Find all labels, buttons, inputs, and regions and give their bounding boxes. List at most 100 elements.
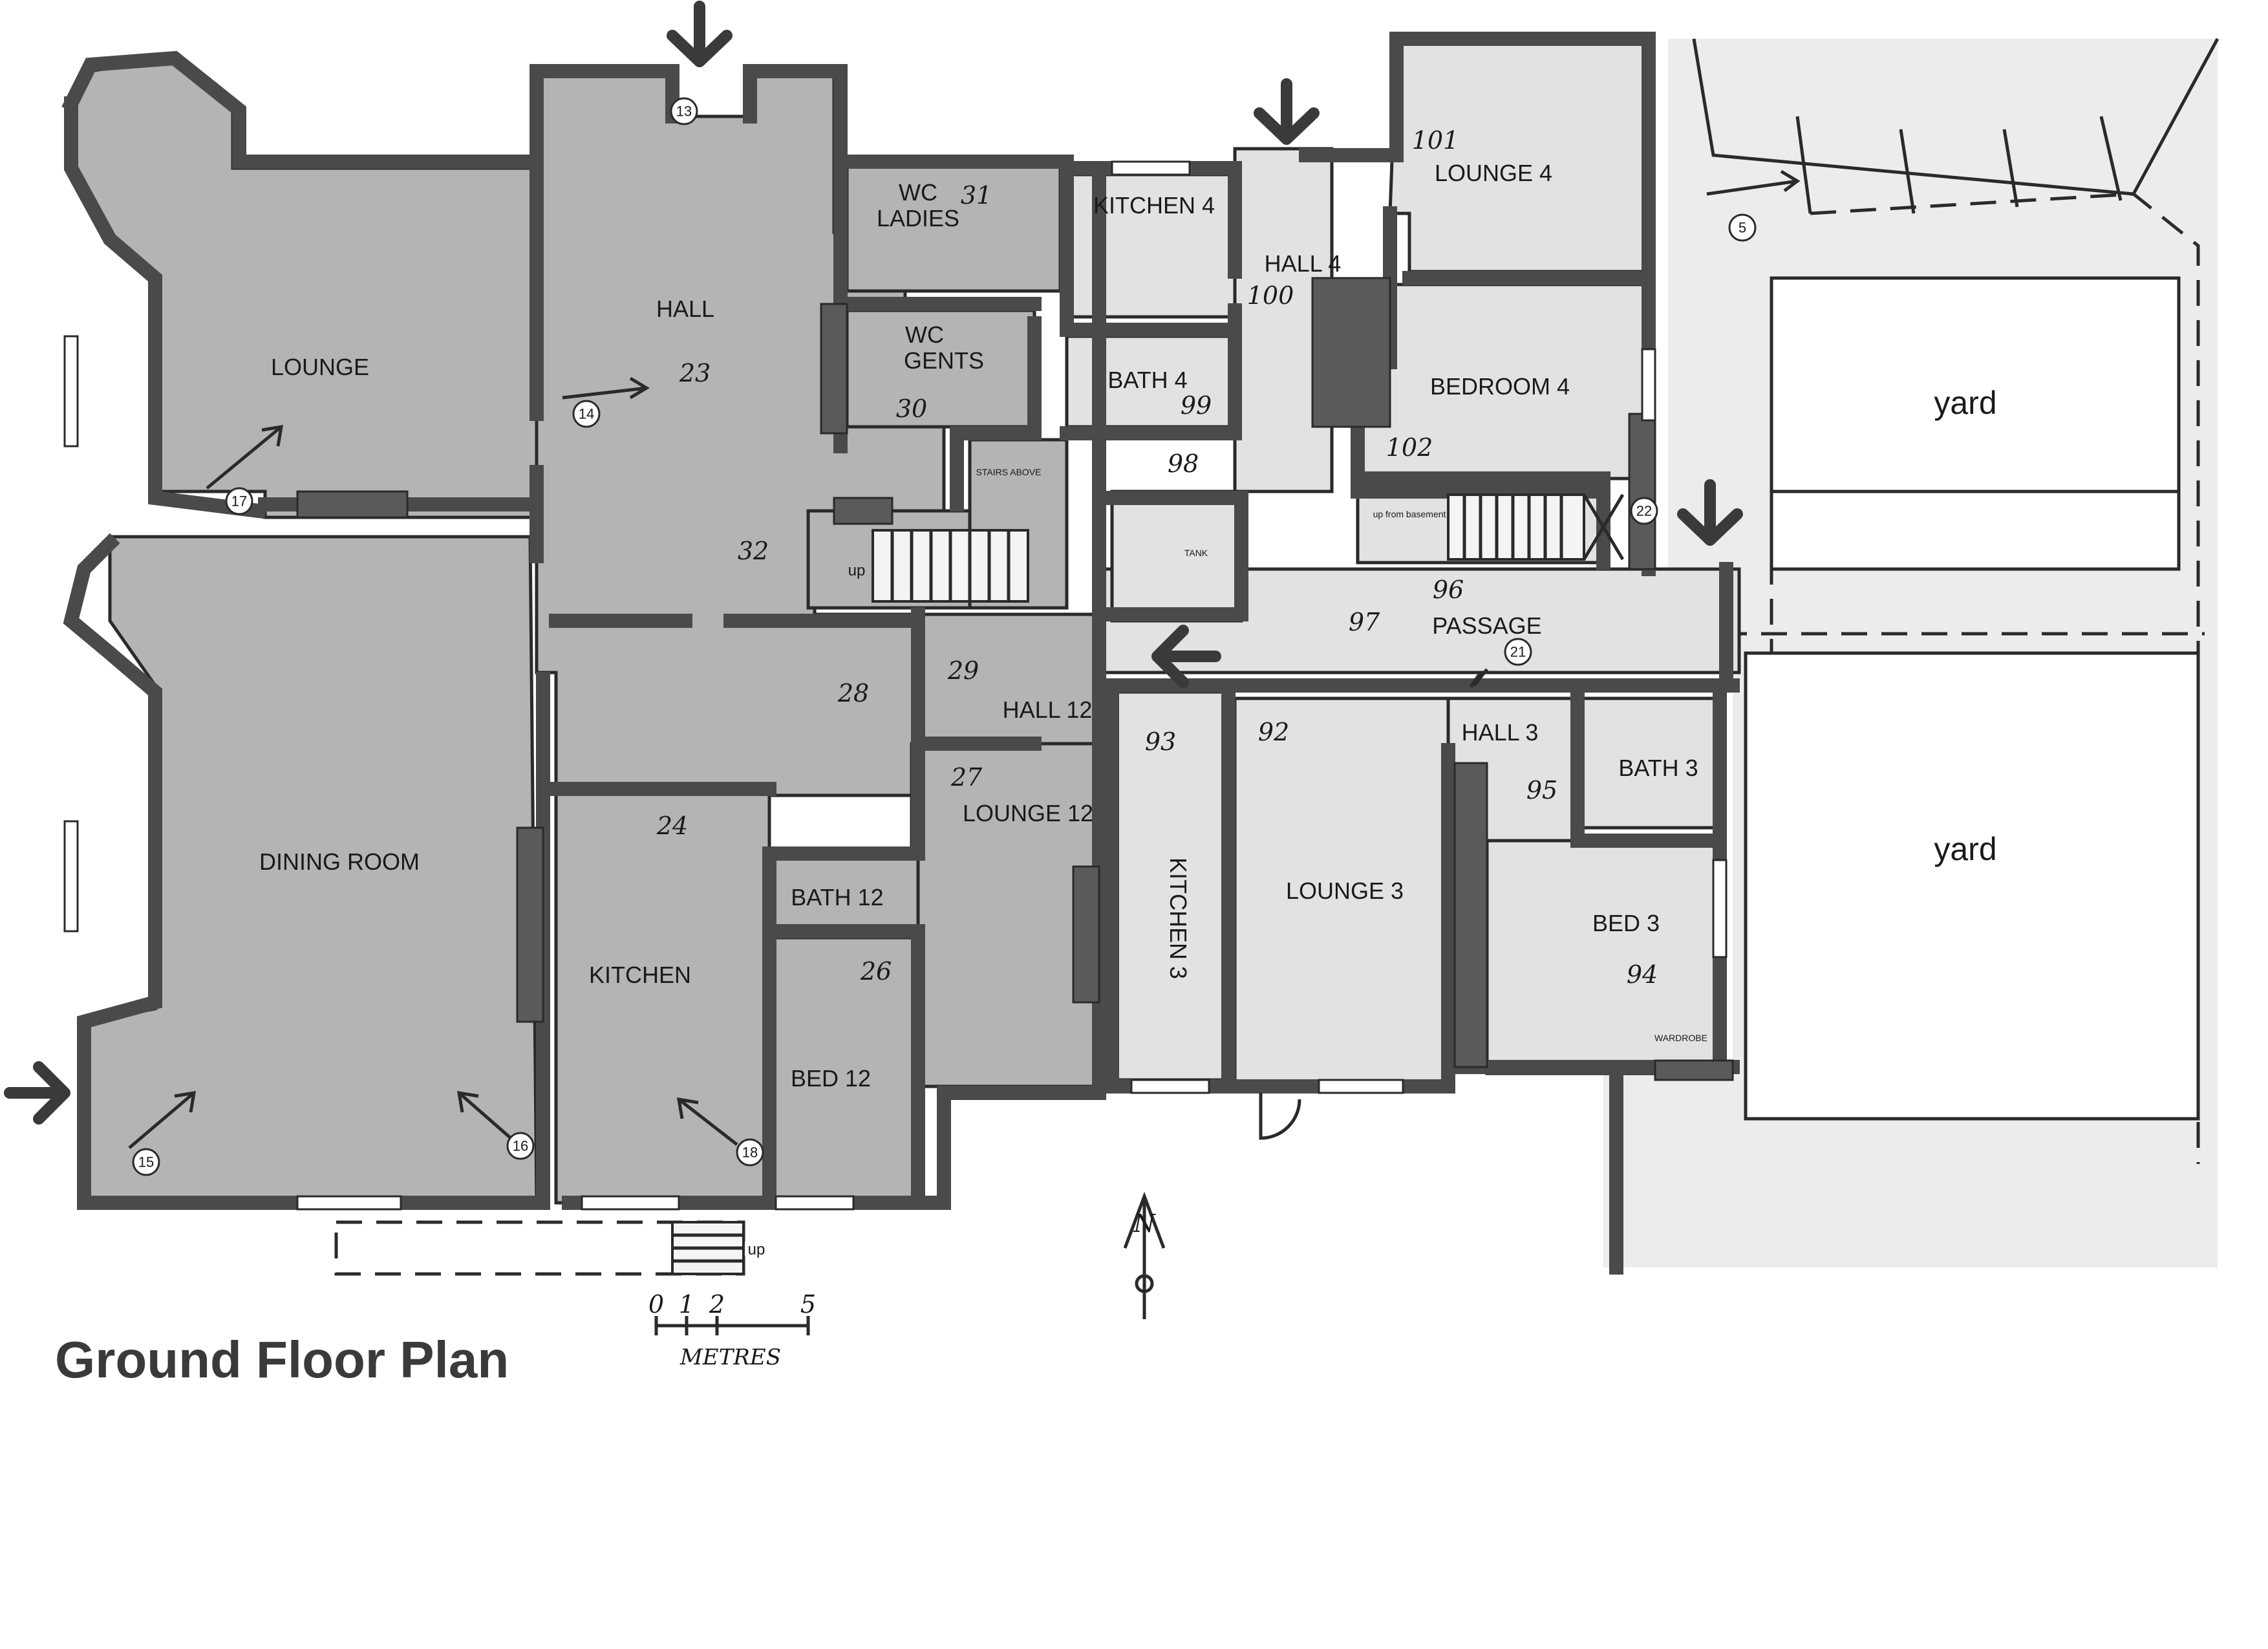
entrance-arrow-yard <box>1677 479 1743 546</box>
entrance-arrow-top <box>667 1 733 67</box>
yard-top-strip <box>1770 490 2181 571</box>
small-labels: up up from basement up TANK STAIRS ABOVE… <box>748 467 1707 1258</box>
note-98: 98 <box>1168 449 1199 478</box>
note-100: 100 <box>1247 281 1294 310</box>
svg-text:18: 18 <box>742 1145 758 1161</box>
note-102: 102 <box>1386 433 1433 462</box>
label-hall-3: HALL 3 <box>1462 719 1539 746</box>
label-bed-12: BED 12 <box>791 1065 871 1092</box>
label-wc-ladies-2: LADIES <box>877 205 959 232</box>
marker-17: 17 <box>225 487 253 515</box>
note-93: 93 <box>1145 727 1176 756</box>
label-kitchen-4: KITCHEN 4 <box>1093 192 1215 219</box>
view-arrows <box>128 169 1801 1149</box>
room-bed-3 <box>1485 839 1722 1075</box>
room-tank <box>1110 490 1243 623</box>
entrance-arrow-hall4 <box>1254 78 1320 145</box>
scale-unit: METRES <box>679 1344 781 1370</box>
yard-top-area <box>1770 276 2181 532</box>
label-wardrobe: WARDROBE <box>1654 1033 1707 1043</box>
svg-text:15: 15 <box>138 1154 154 1170</box>
note-94: 94 <box>1627 960 1658 989</box>
yard-bottom-area <box>1744 651 2200 1121</box>
label-hall-4: HALL 4 <box>1265 250 1342 277</box>
walls <box>61 32 1740 1275</box>
room-hall-12 <box>916 612 1101 746</box>
svg-text:17: 17 <box>231 493 247 510</box>
scale-bar: 0 1 2 5 METRES <box>648 1290 816 1370</box>
note-29: 29 <box>947 656 979 685</box>
exterior-stairs <box>334 1220 745 1276</box>
entrance-arrows <box>4 1 1743 1125</box>
photo-markers: 13 5 14 17 22 21 15 16 18 <box>132 97 1757 1176</box>
svg-text:16: 16 <box>513 1138 528 1154</box>
main-stairs <box>872 529 1029 603</box>
svg-text:22: 22 <box>1636 503 1652 519</box>
marker-21: 21 <box>1504 638 1532 666</box>
entrance-arrow-west <box>4 1061 70 1125</box>
room-kitchen <box>554 787 771 1205</box>
north-arrow: N <box>1123 1191 1166 1319</box>
note-95: 95 <box>1526 776 1557 804</box>
scale-tick-0: 0 <box>648 1290 664 1319</box>
label-wc-gents-1: WC <box>905 321 944 348</box>
note-97: 97 <box>1349 608 1380 636</box>
marker-5: 5 <box>1728 213 1757 242</box>
label-wc-ladies-1: WC <box>899 179 937 206</box>
plan-title: Ground Floor Plan <box>55 1331 509 1388</box>
label-lounge-4: LOUNGE 4 <box>1435 160 1552 186</box>
note-30: 30 <box>896 394 927 423</box>
room-labels: LOUNGE HALL WC LADIES WC GENTS KITCHEN 4… <box>259 160 1997 1092</box>
label-dining-room: DINING ROOM <box>259 848 420 875</box>
door-swing <box>1259 1093 1301 1140</box>
note-99: 99 <box>1181 391 1212 420</box>
north-label: N <box>1133 1209 1156 1238</box>
label-bath-3: BATH 3 <box>1618 755 1698 781</box>
label-passage: PASSAGE <box>1432 612 1541 639</box>
label-bath-4: BATH 4 <box>1107 367 1187 393</box>
handwritten-notes: 31 30 23 32 29 28 27 24 26 101 100 99 98… <box>656 126 1658 989</box>
label-bath-12: BATH 12 <box>791 884 883 911</box>
windows <box>63 160 1728 1211</box>
label-bedroom-4: BEDROOM 4 <box>1430 373 1570 400</box>
marker-16: 16 <box>506 1132 535 1160</box>
svg-text:21: 21 <box>1510 644 1526 660</box>
label-stair-up: up <box>848 562 866 579</box>
note-23: 23 <box>679 359 711 387</box>
room-lounge-12 <box>910 742 1101 1088</box>
room-lounge <box>69 56 539 519</box>
label-kitchen: KITCHEN <box>589 962 691 988</box>
label-hall: HALL <box>656 296 714 322</box>
label-kitchen-3: KITCHEN 3 <box>1165 857 1192 979</box>
east-wing <box>1065 37 1741 1088</box>
label-lounge-3: LOUNGE 3 <box>1286 878 1404 904</box>
scale-tick-1: 1 <box>679 1290 694 1319</box>
svg-text:13: 13 <box>676 103 692 120</box>
label-stair-up-exterior: up <box>748 1241 765 1258</box>
svg-text:5: 5 <box>1738 220 1746 236</box>
room-lounge-4 <box>1388 37 1651 274</box>
note-101: 101 <box>1412 126 1459 155</box>
marker-22: 22 <box>1630 497 1658 525</box>
label-wc-gents-2: GENTS <box>904 347 984 374</box>
label-yard-bottom: yard <box>1934 831 1996 867</box>
scale-tick-2: 2 <box>709 1290 725 1319</box>
note-28: 28 <box>837 679 869 707</box>
note-24: 24 <box>656 812 688 840</box>
note-26: 26 <box>860 957 892 986</box>
note-92: 92 <box>1258 718 1289 746</box>
marker-14: 14 <box>572 400 601 428</box>
marker-15: 15 <box>132 1148 160 1176</box>
label-yard-top: yard <box>1934 385 1996 421</box>
label-lounge: LOUNGE <box>271 354 369 380</box>
note-96: 96 <box>1433 576 1464 604</box>
label-tank: TANK <box>1184 548 1208 558</box>
note-31: 31 <box>961 181 992 210</box>
note-27: 27 <box>950 763 983 792</box>
room-bath-12 <box>767 852 920 933</box>
marker-13: 13 <box>670 97 698 125</box>
entrance-arrow-passage <box>1151 625 1221 688</box>
note-32: 32 <box>738 537 769 565</box>
label-up-from-basement: up from basement <box>1373 509 1446 519</box>
